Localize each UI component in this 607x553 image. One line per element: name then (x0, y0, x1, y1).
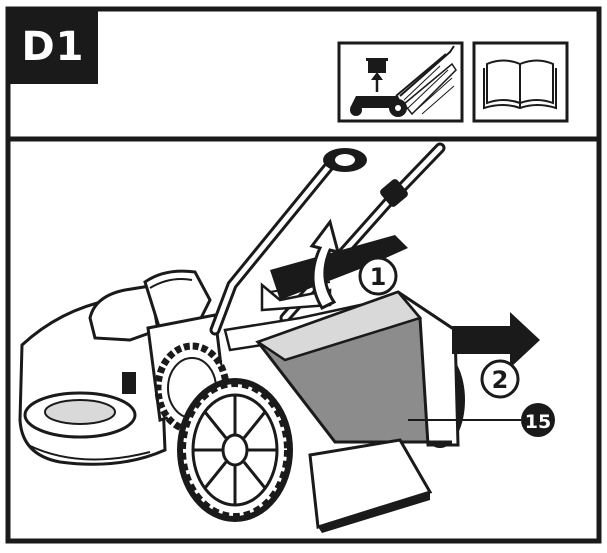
manual-book-icon (472, 41, 569, 123)
lift-arrow-icon (309, 218, 341, 310)
pull-arrow-icon (452, 312, 540, 368)
callout-part-number: 15 (521, 403, 555, 437)
callout-step-one: 1 (358, 256, 398, 296)
mower-grass-bag-icon (337, 41, 464, 123)
mower-illustration (18, 142, 465, 533)
callout-step-one-label: 1 (370, 263, 387, 291)
callout-step-two-label: 2 (492, 366, 509, 394)
callout-step-two: 2 (480, 359, 520, 399)
step-label: D1 (8, 9, 98, 84)
callout-part-number-label: 15 (525, 411, 551, 433)
